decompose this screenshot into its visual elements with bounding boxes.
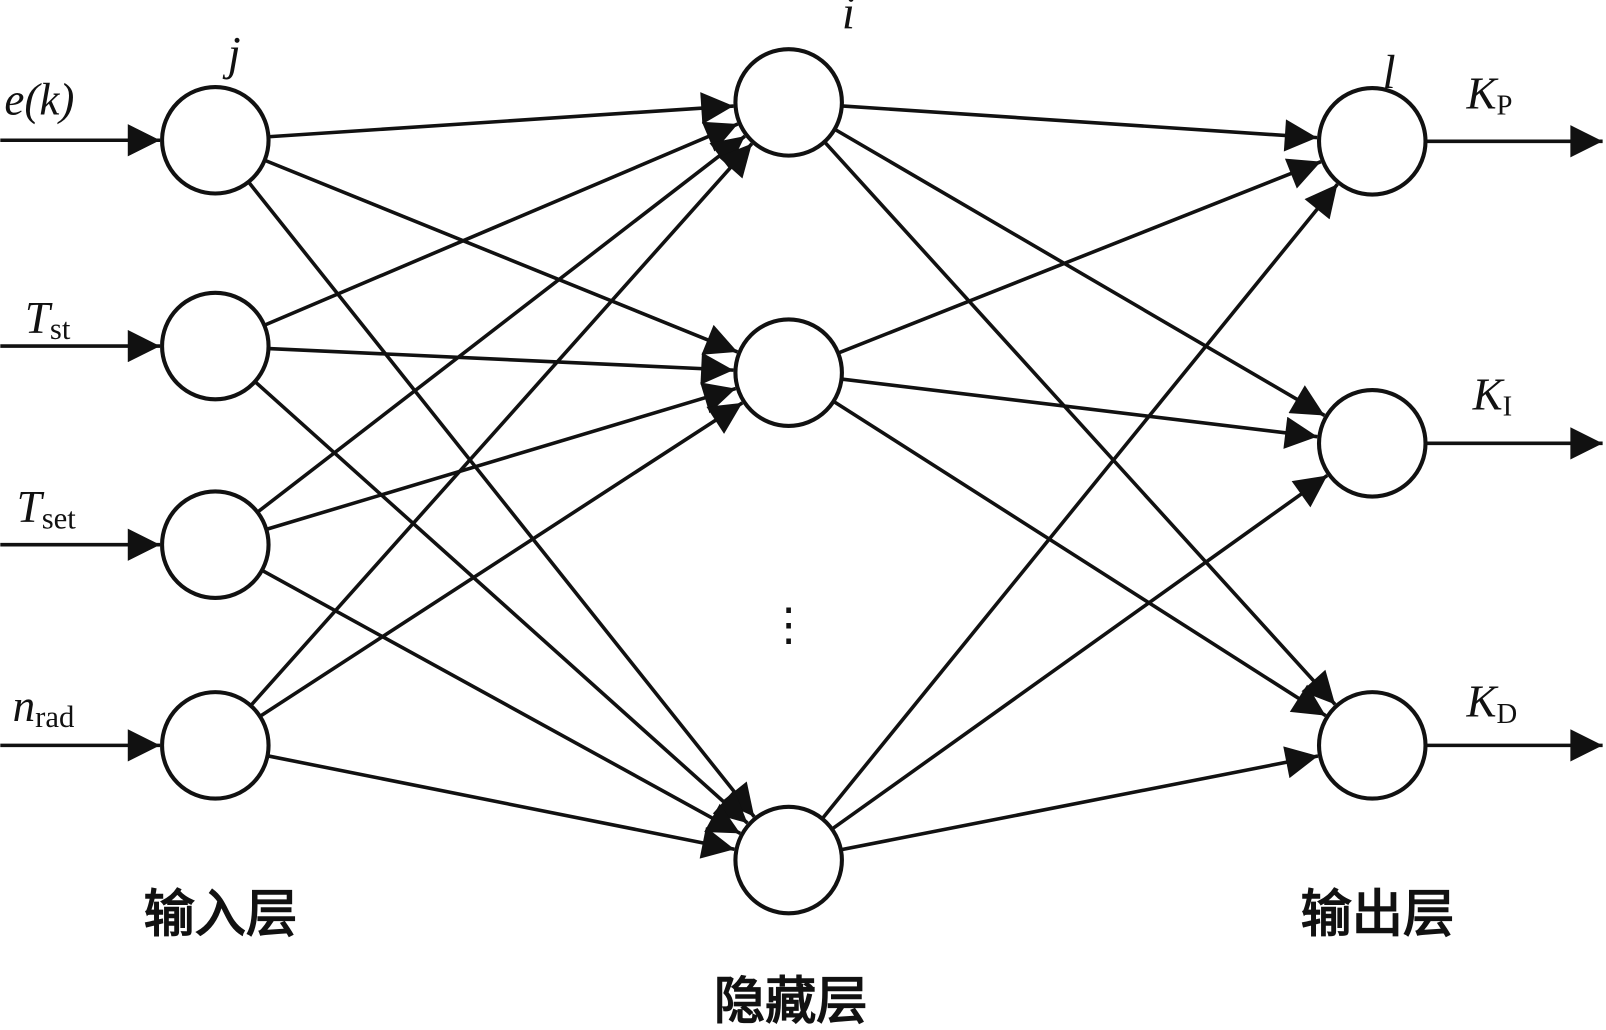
edge-input1-hidden0 (263, 121, 739, 327)
output-node-0 (1316, 86, 1428, 197)
edge-hidden1-output1 (841, 377, 1318, 449)
nodes (160, 47, 1428, 916)
edge-input1-hidden2 (253, 380, 749, 825)
input-node-2 (160, 489, 271, 600)
input-label-t-set: Tset (17, 482, 77, 535)
input-node-1 (160, 290, 271, 402)
edge-input1-hidden1 (268, 346, 734, 385)
edge-input2-hidden2 (261, 568, 742, 835)
edge-hidden1-output0 (837, 158, 1322, 355)
hidden-node-1 (733, 317, 844, 428)
edge-input0-hidden2 (247, 180, 756, 818)
output-label-kp: KP (1465, 69, 1512, 122)
edge-hidden2-output1 (830, 474, 1329, 831)
hidden-node-2 (733, 804, 844, 916)
edge-input3-hidden2 (267, 754, 735, 859)
edge-hidden2-output2 (840, 746, 1319, 852)
input-label-e-k: e(k) (4, 75, 74, 125)
edge-hidden2-output0 (820, 183, 1339, 820)
input-layer-caption: 输入层 (144, 885, 298, 945)
output-label-ki: KI (1472, 370, 1513, 423)
edge-input2-hidden0 (256, 134, 746, 514)
input-label-t-st: Tst (25, 293, 71, 346)
edge-input0-hidden1 (263, 158, 739, 355)
input-node-3 (160, 690, 271, 801)
edge-input3-hidden1 (258, 401, 744, 718)
connections (0, 92, 1603, 859)
edge-input0-hidden0 (268, 92, 734, 139)
output-layer-caption: 输出层 (1301, 885, 1455, 945)
input-index-label: j (222, 29, 241, 81)
edge-hidden0-output1 (833, 127, 1326, 417)
edge-input3-hidden0 (249, 142, 754, 707)
output-node-1 (1316, 388, 1428, 499)
hidden-node-0 (733, 47, 844, 158)
edge-hidden1-output2 (832, 399, 1327, 718)
input-node-0 (160, 84, 271, 196)
edge-hidden0-output2 (823, 140, 1337, 706)
output-label-kd: KD (1465, 677, 1517, 730)
output-index-label: l (1383, 47, 1396, 99)
hidden-layer-caption: 隐藏层 (714, 972, 868, 1030)
output-node-2 (1316, 690, 1428, 801)
edge-input2-hidden1 (265, 382, 737, 532)
input-label-n-rad: nrad (13, 681, 75, 734)
edge-hidden0-output0 (841, 104, 1318, 152)
hidden-index-label: i (842, 0, 855, 40)
hidden-ellipsis: ⋮ (766, 600, 811, 650)
